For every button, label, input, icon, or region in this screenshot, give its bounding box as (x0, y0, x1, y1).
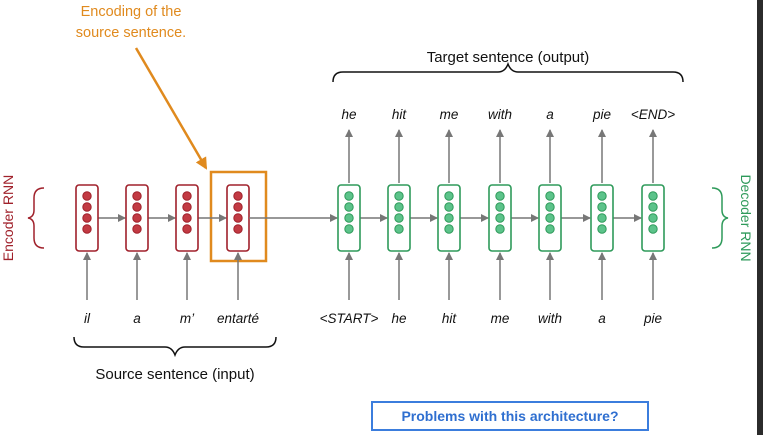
source-word: entarté (217, 311, 259, 326)
decoder-neuron (394, 213, 404, 223)
decoder-input-word: <START> (320, 311, 379, 326)
encoder-brace (27, 187, 45, 249)
decoder-neuron (344, 202, 354, 212)
decoder-neuron (545, 202, 555, 212)
decoder-cell (337, 184, 361, 252)
encoder-neuron (132, 202, 142, 212)
decoder-neuron (545, 191, 555, 201)
annotation-line-1: Encoding of the (81, 4, 182, 20)
decoder-cell (437, 184, 461, 252)
decoder-neuron (648, 202, 658, 212)
encoder-cells: il a m’ entarté (75, 184, 259, 326)
annotation-line-2: source sentence. (76, 25, 186, 41)
decoder-input-word: pie (643, 311, 662, 326)
decoder-output-word: a (546, 107, 554, 122)
decoder-neuron (344, 213, 354, 223)
decoder-neuron (648, 213, 658, 223)
decoder-input-word: with (538, 311, 562, 326)
source-word: a (133, 311, 141, 326)
source-word: il (84, 311, 91, 326)
encoder-neuron (182, 224, 192, 234)
encoder-neuron (82, 224, 92, 234)
decoder-cell (590, 184, 614, 252)
encoder-neuron (233, 213, 243, 223)
encoder-rnn-label: Encoder RNN (0, 175, 16, 261)
decoder-neuron (597, 213, 607, 223)
annotation-arrow (134, 47, 208, 170)
decoder-output-word: hit (392, 107, 408, 122)
encoder-neuron (182, 202, 192, 212)
decoder-neuron (495, 191, 505, 201)
decoder-neuron (394, 224, 404, 234)
decoder-neuron (545, 213, 555, 223)
encoder-neuron (132, 191, 142, 201)
decoder-cell (488, 184, 512, 252)
encoder-neuron (233, 202, 243, 212)
decoder-neuron (394, 202, 404, 212)
decoder-neuron (394, 191, 404, 201)
encoder-cell (125, 184, 149, 252)
decoder-cell (538, 184, 562, 252)
problems-with-architecture-button[interactable]: Problems with this architecture? (371, 401, 649, 431)
encoder-neuron (233, 191, 243, 201)
encoder-cell (175, 184, 199, 252)
decoder-input-word: me (491, 311, 510, 326)
encoder-cell (75, 184, 99, 252)
decoder-neuron (648, 191, 658, 201)
decoder-cell (641, 184, 665, 252)
decoder-input-word: hit (442, 311, 458, 326)
decoder-neuron (545, 224, 555, 234)
decoder-cells: <START> he hit me with a pie he hit me with a pie <EN… (249, 107, 675, 326)
decoder-brace (711, 187, 729, 249)
decoder-neuron (597, 202, 607, 212)
encoder-neuron (82, 213, 92, 223)
encoder-neuron (82, 202, 92, 212)
encoder-neuron (182, 191, 192, 201)
encoder-neuron (182, 213, 192, 223)
encoder-cell (226, 184, 250, 252)
decoder-neuron (597, 191, 607, 201)
decoder-neuron (344, 224, 354, 234)
decoder-neuron (648, 224, 658, 234)
decoder-neuron (597, 224, 607, 234)
source-word: m’ (180, 311, 195, 326)
target-brace (332, 61, 684, 83)
decoder-output-word: pie (592, 107, 611, 122)
decoder-neuron (444, 213, 454, 223)
decoder-input-word: he (391, 311, 406, 326)
encoder-neuron (132, 213, 142, 223)
decoder-output-word: <END> (631, 107, 675, 122)
decoder-neuron (495, 202, 505, 212)
source-sentence-caption: Source sentence (input) (95, 366, 254, 383)
encoder-neuron (132, 224, 142, 234)
window-edge (757, 0, 763, 435)
encoder-neuron (82, 191, 92, 201)
decoder-output-word: he (341, 107, 356, 122)
target-sentence-caption: Target sentence (output) (427, 49, 590, 66)
decoder-input-word: a (598, 311, 606, 326)
decoder-output-word: me (440, 107, 459, 122)
decoder-neuron (344, 191, 354, 201)
decoder-neuron (444, 191, 454, 201)
encoder-neuron (233, 224, 243, 234)
decoder-neuron (495, 213, 505, 223)
source-brace (73, 336, 277, 358)
decoder-neuron (444, 202, 454, 212)
decoder-cell (387, 184, 411, 252)
decoder-neuron (495, 224, 505, 234)
decoder-rnn-label: Decoder RNN (738, 174, 754, 261)
decoder-output-word: with (488, 107, 512, 122)
decoder-neuron (444, 224, 454, 234)
